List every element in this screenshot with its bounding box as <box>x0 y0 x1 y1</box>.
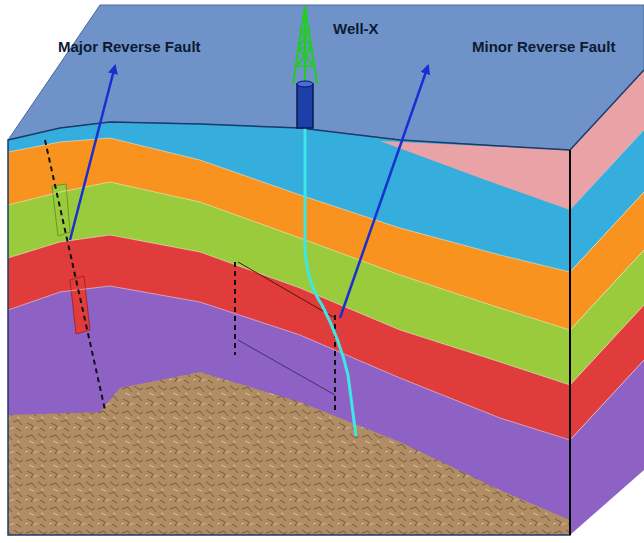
label-holder: Minor Reverse Fault <box>472 38 615 56</box>
callout-label: Well-X <box>333 20 379 38</box>
label-holder: Major Reverse Fault <box>58 38 201 56</box>
callout-label: Major Reverse Fault <box>58 38 201 56</box>
callout-label: Minor Reverse Fault <box>472 38 615 56</box>
label-holder: Well-X <box>333 20 379 38</box>
